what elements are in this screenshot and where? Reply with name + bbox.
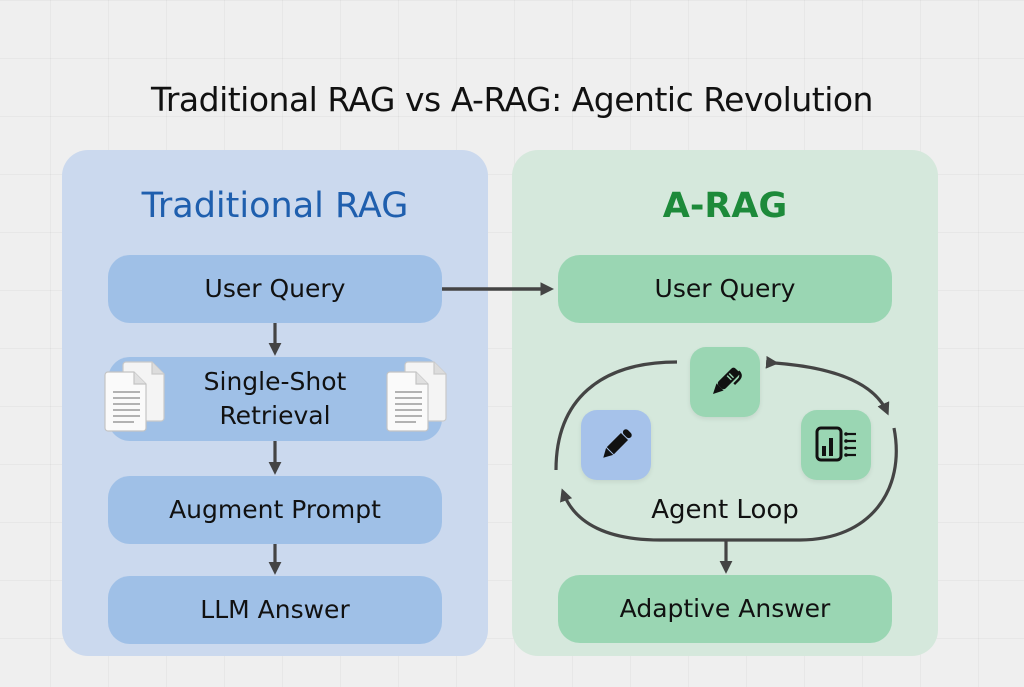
- report-chart-icon: [815, 426, 856, 462]
- trad-step-augment-prompt: Augment Prompt: [108, 476, 442, 544]
- arag-step-user-query: User Query: [558, 255, 892, 323]
- documents-icon: [104, 361, 165, 432]
- agent-loop-label: Agent Loop: [651, 495, 799, 525]
- trad-step-llm-answer: LLM Answer: [108, 576, 442, 644]
- traditional-rag-heading: Traditional RAG: [141, 186, 409, 226]
- trad-step-augment-prompt-label: Augment Prompt: [169, 495, 381, 524]
- agent-tool-pencil: [581, 410, 651, 480]
- trad-step-user-query-label: User Query: [204, 274, 346, 303]
- arag-heading: A-RAG: [662, 186, 788, 226]
- documents-icon: [386, 361, 447, 432]
- pen-icon: [712, 367, 742, 395]
- trad-step-retrieval-line1: Single-Shot: [203, 367, 347, 396]
- arag-step-adaptive-answer: Adaptive Answer: [558, 575, 892, 643]
- diagram-title: Traditional RAG vs A-RAG: Agentic Revolu…: [151, 80, 873, 119]
- trad-step-retrieval-line2: Retrieval: [219, 401, 331, 430]
- agent-tool-report: [801, 410, 871, 480]
- trad-step-user-query: User Query: [108, 255, 442, 323]
- trad-step-llm-answer-label: LLM Answer: [200, 595, 350, 624]
- arag-step-user-query-label: User Query: [654, 274, 796, 303]
- agent-tool-pen: [690, 347, 760, 417]
- pencil-icon: [603, 429, 632, 458]
- arag-step-adaptive-answer-label: Adaptive Answer: [619, 594, 831, 623]
